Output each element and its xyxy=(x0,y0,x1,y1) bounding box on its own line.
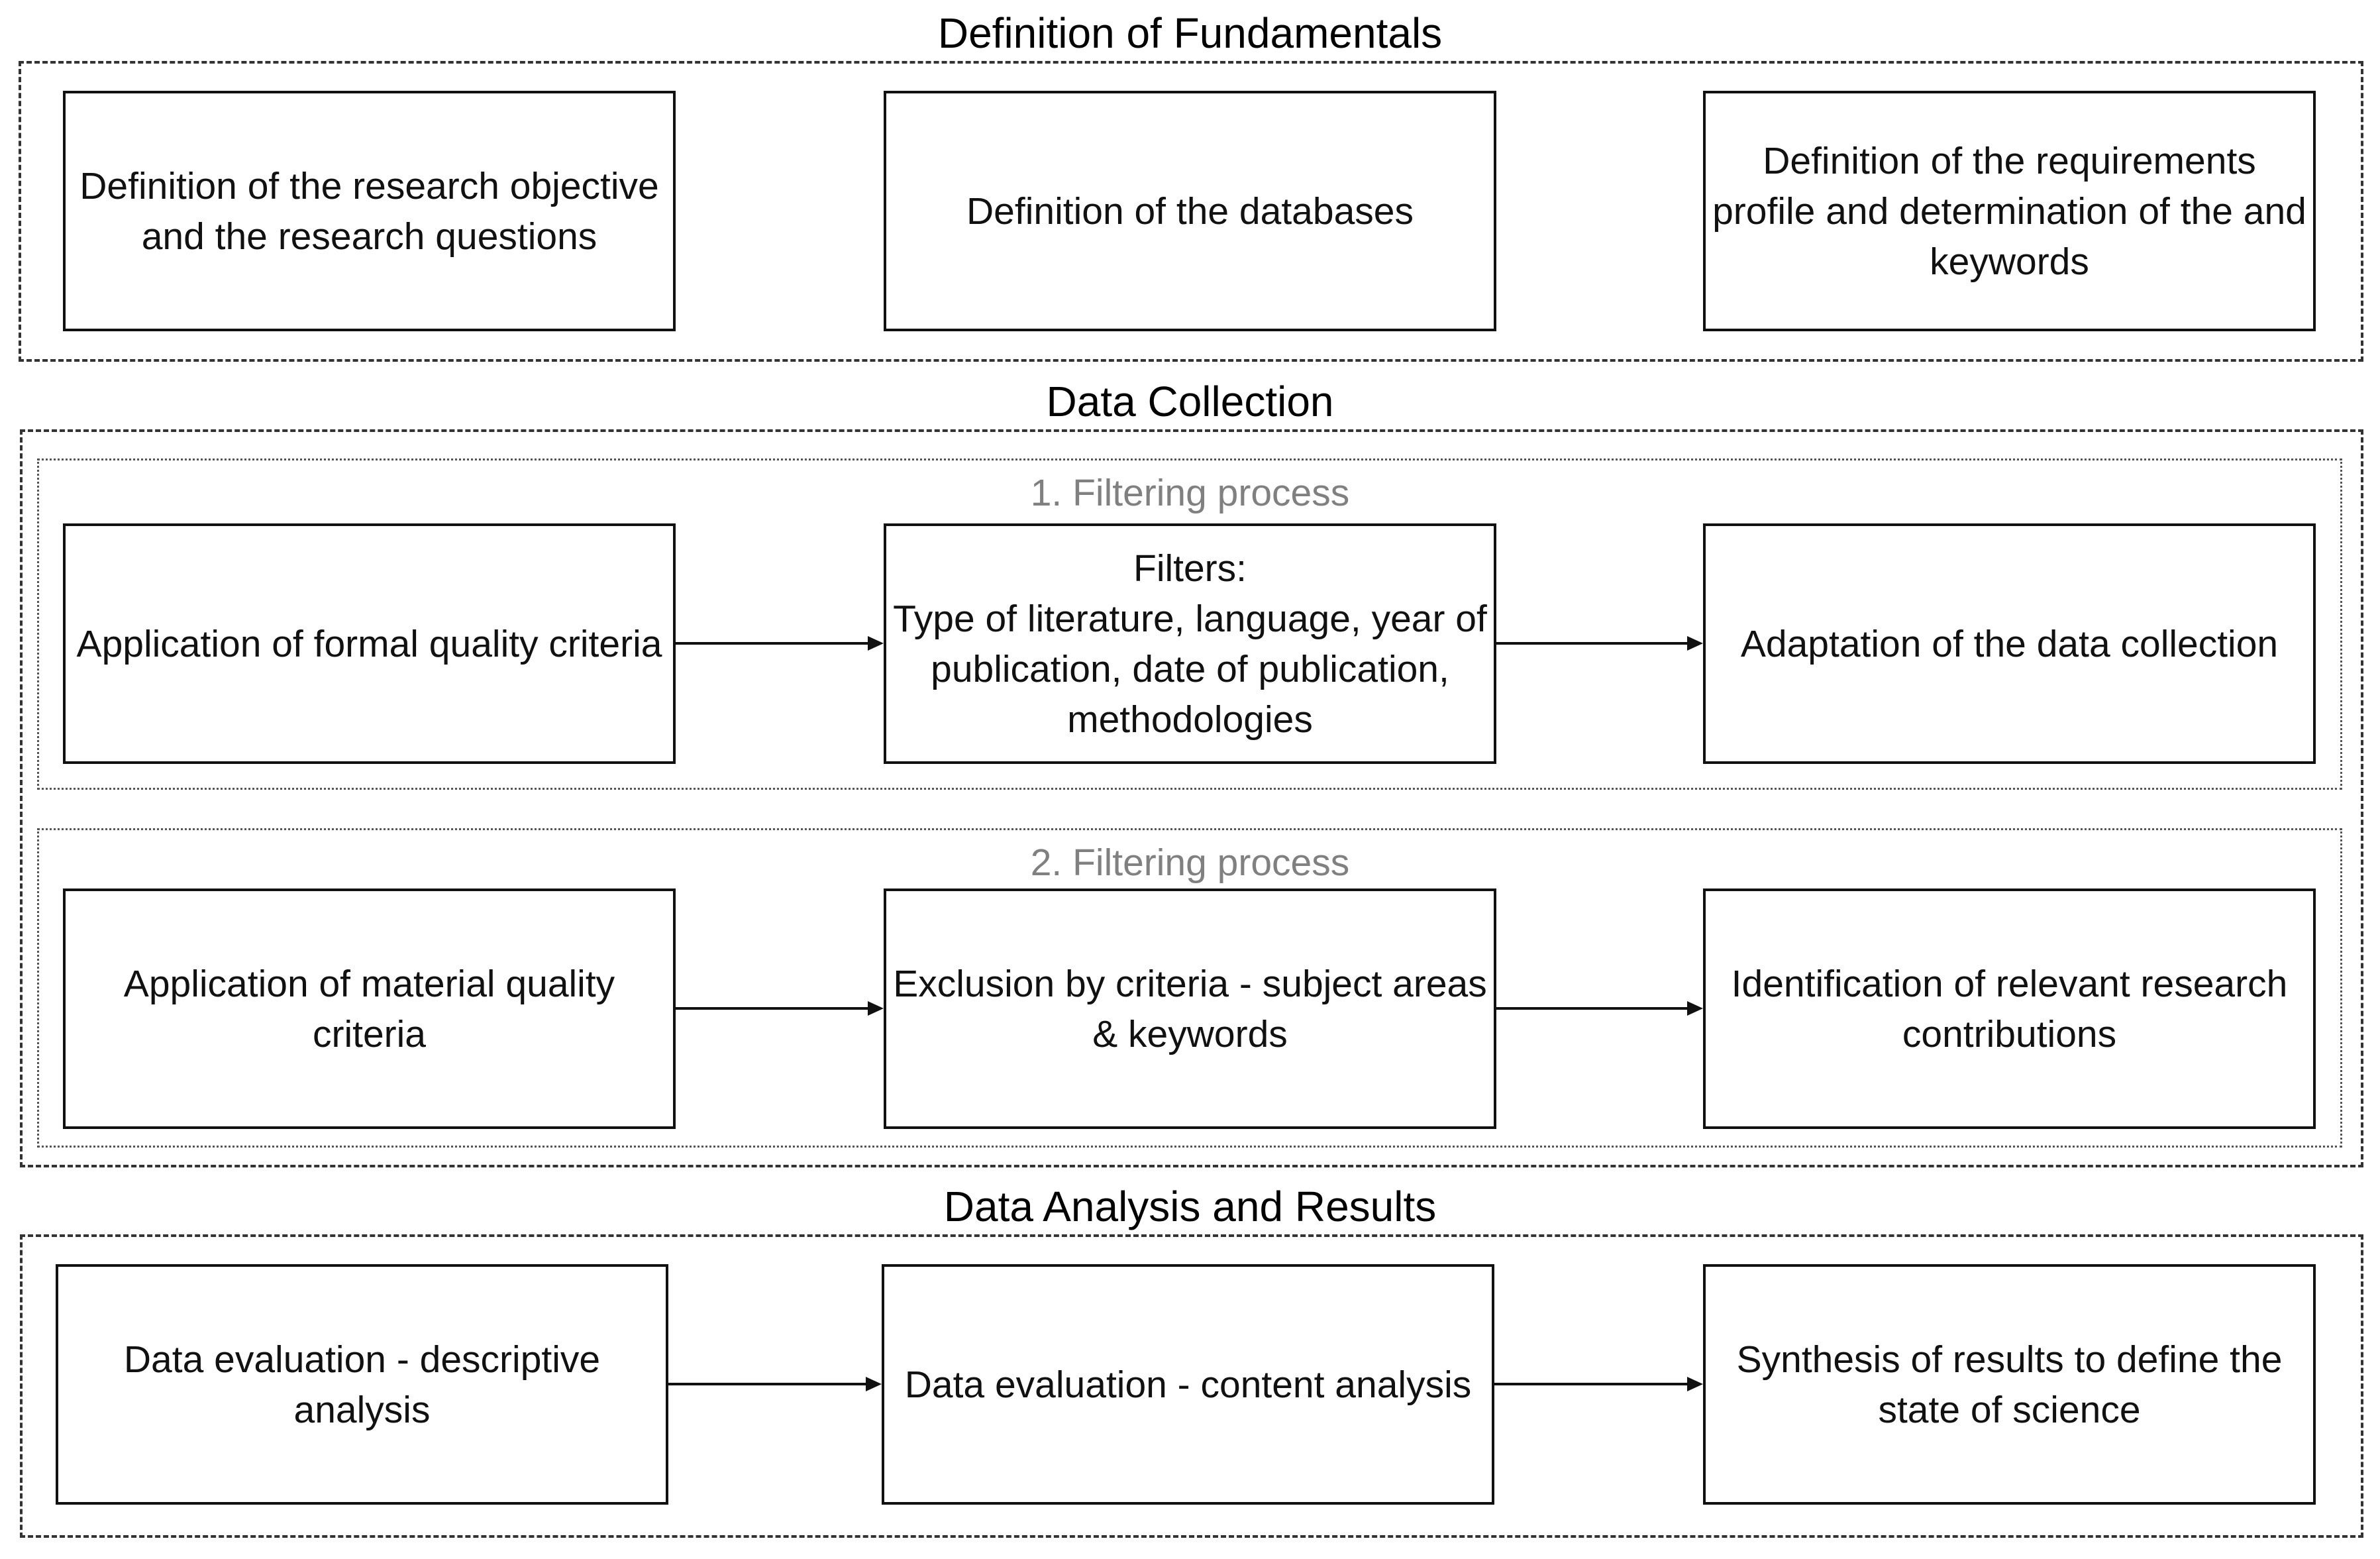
box-formal-quality-text: Application of formal quality criteria xyxy=(76,622,662,665)
box-exclusion: Exclusion by criteria - subject areas & … xyxy=(884,888,1496,1129)
box-adaptation: Adaptation of the data collection xyxy=(1703,523,2316,764)
box-material-quality: Application of material quality criteria xyxy=(63,888,676,1129)
arrowhead-descriptive-to-content xyxy=(866,1377,882,1391)
fundamentals-frame xyxy=(19,61,2363,362)
box-databases-text: Definition of the databases xyxy=(966,189,1414,233)
arrowhead-exclusion-to-identification xyxy=(1687,1001,1703,1016)
box-research-objective: Definition of the research objective and… xyxy=(63,91,676,331)
arrowhead-material-to-exclusion xyxy=(868,1001,884,1016)
filter2-title: 2. Filtering process xyxy=(1030,841,1350,884)
filter1-frame xyxy=(37,458,2342,790)
section-title-fundamentals: Definition of Fundamentals xyxy=(937,9,1443,57)
box-synthesis-text: Synthesis of results to define the state… xyxy=(1736,1338,2283,1431)
arrowhead-content-to-synthesis xyxy=(1687,1377,1703,1391)
section-title-collection: Data Collection xyxy=(1046,378,1334,425)
arrowhead-filters-to-adaptation xyxy=(1687,636,1703,651)
box-requirements-profile-text: Definition of the requirements profile a… xyxy=(1712,139,2306,283)
box-identification: Identification of relevant research cont… xyxy=(1703,888,2316,1129)
box-formal-quality: Application of formal quality criteria xyxy=(63,523,676,764)
box-material-quality-text: Application of material quality criteria xyxy=(123,962,615,1055)
box-descriptive-analysis: Data evaluation - descriptive analysis xyxy=(56,1264,668,1505)
box-content-analysis-text: Data evaluation - content analysis xyxy=(904,1363,1472,1406)
box-synthesis: Synthesis of results to define the state… xyxy=(1703,1264,2316,1505)
box-content-analysis: Data evaluation - content analysis xyxy=(882,1264,1494,1505)
box-adaptation-text: Adaptation of the data collection xyxy=(1740,622,2279,665)
analysis-frame xyxy=(20,1234,2363,1538)
box-descriptive-analysis-text: Data evaluation - descriptive analysis xyxy=(123,1338,601,1431)
filter1-title: 1. Filtering process xyxy=(1030,472,1350,514)
filter2-frame xyxy=(37,828,2342,1148)
box-identification-text: Identification of relevant research cont… xyxy=(1731,962,2288,1055)
box-databases: Definition of the databases xyxy=(884,91,1496,331)
box-filters-text: Filters: Type of literature, language, y… xyxy=(893,547,1487,741)
section-title-analysis: Data Analysis and Results xyxy=(943,1183,1437,1230)
box-exclusion-text: Exclusion by criteria - subject areas & … xyxy=(893,962,1487,1055)
box-requirements-profile: Definition of the requirements profile a… xyxy=(1703,91,2316,331)
box-research-objective-text: Definition of the research objective and… xyxy=(79,164,659,258)
collection-frame xyxy=(20,429,2363,1167)
box-filters: Filters: Type of literature, language, y… xyxy=(884,523,1496,764)
arrowhead-formal-to-filters xyxy=(868,636,884,651)
